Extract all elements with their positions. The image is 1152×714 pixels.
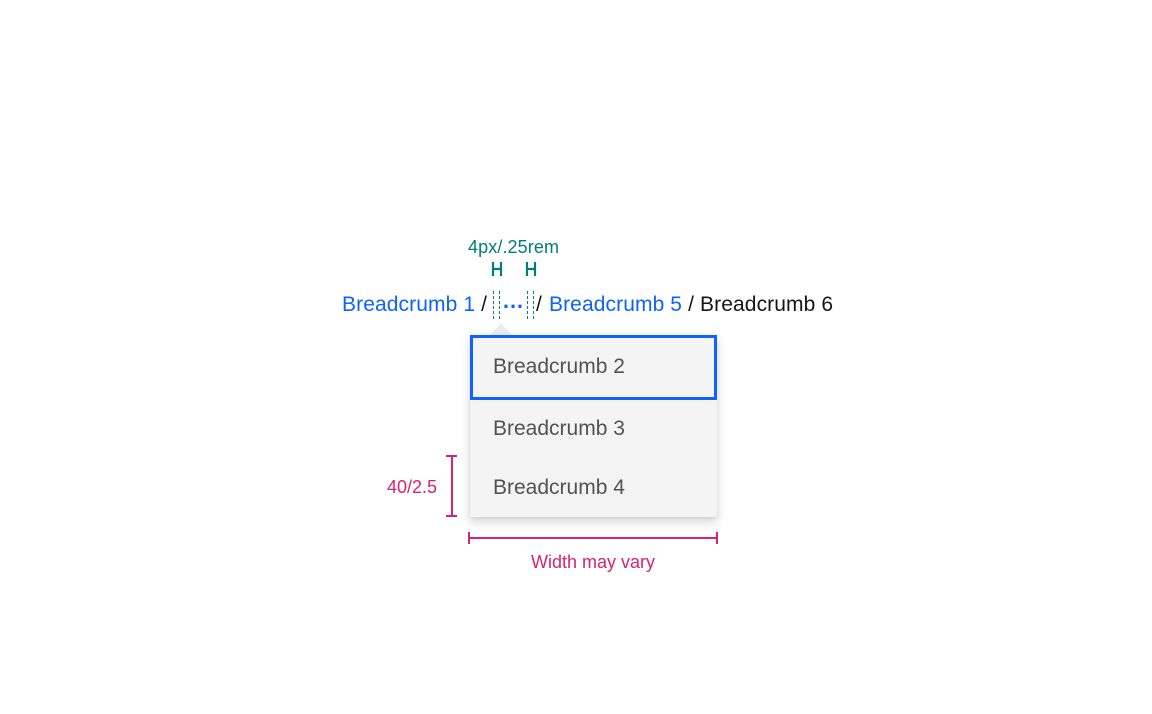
breadcrumb-link-5[interactable]: Breadcrumb 5 — [548, 293, 683, 316]
menu-item-breadcrumb-2[interactable]: Breadcrumb 2 — [470, 335, 717, 400]
breadcrumb-overflow-menu: Breadcrumb 2 Breadcrumb 3 Breadcrumb 4 — [470, 335, 717, 517]
breadcrumb-separator: / — [481, 293, 488, 316]
height-annotation-label: 40/2.5 — [386, 477, 437, 497]
breadcrumb-overflow-button[interactable]: … — [502, 288, 526, 313]
breadcrumb-current-page: Breadcrumb 6 — [700, 293, 834, 316]
height-measurement-bracket — [445, 455, 458, 517]
breadcrumb: Breadcrumb 1 / 4px/.25rem … / Breadcrumb… — [342, 237, 834, 319]
menu-item-breadcrumb-4[interactable]: Breadcrumb 4 — [493, 475, 625, 499]
h-ruler-icon — [491, 262, 502, 276]
bracket-tick — [716, 532, 718, 544]
breadcrumb-overflow-group: 4px/.25rem … — [468, 237, 559, 319]
width-annotation-label: Width may vary — [530, 552, 656, 572]
h-ruler-icon — [525, 262, 536, 276]
bracket-line — [450, 455, 453, 517]
spacing-guide-left — [491, 262, 502, 319]
breadcrumb-link-1[interactable]: Breadcrumb 1 — [342, 293, 476, 316]
breadcrumb-separator: / — [688, 293, 695, 316]
bracket-tick — [446, 515, 457, 517]
menu-item-breadcrumb-3[interactable]: Breadcrumb 3 — [493, 417, 625, 440]
spacing-guide-right — [525, 262, 536, 319]
menu-caret-tip — [490, 323, 512, 335]
spacing-annotation-label: 4px/.25rem — [468, 237, 560, 257]
bracket-line — [468, 537, 718, 539]
width-measurement-bracket — [468, 532, 718, 544]
breadcrumb-separator: / — [536, 293, 542, 316]
